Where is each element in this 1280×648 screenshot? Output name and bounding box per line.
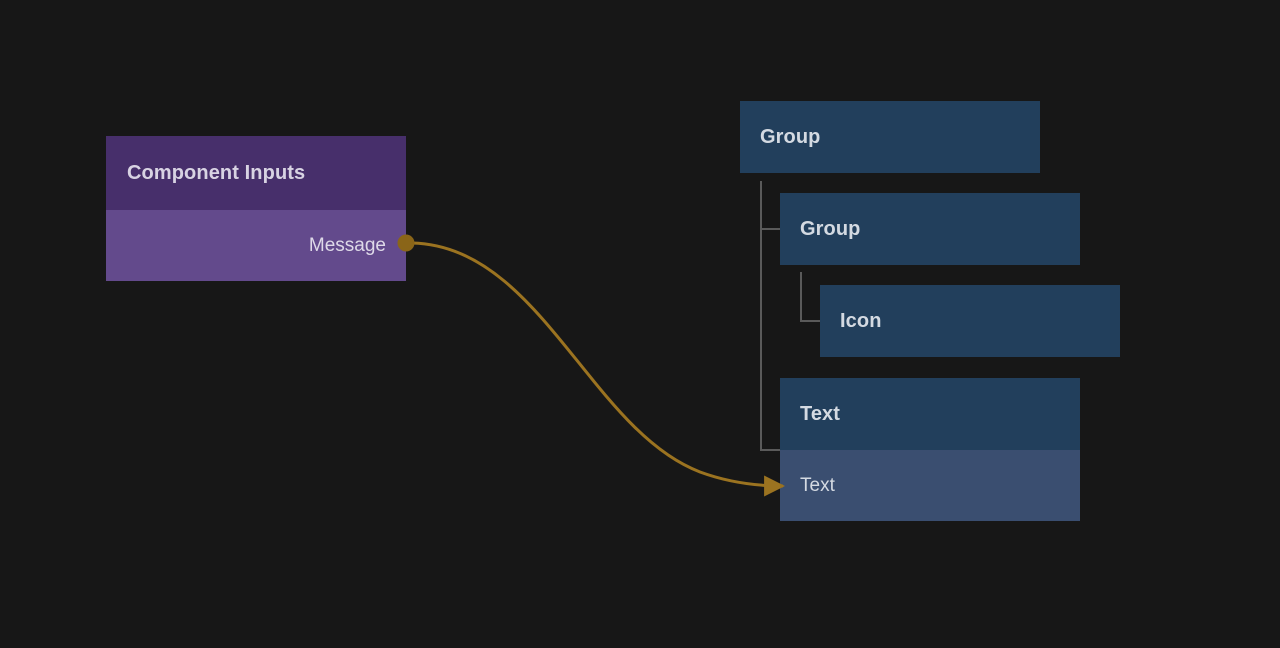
tree-node-label: Group: [760, 125, 821, 148]
tree-connector-horizontal-group: [760, 228, 780, 230]
binding-edge-path: [411, 241, 786, 497]
tree-connector-horizontal-icon: [800, 320, 820, 322]
tree-node-group-root-header[interactable]: Group: [740, 101, 1040, 173]
tree-node-label: Icon: [840, 309, 882, 332]
tree-node-label: Group: [800, 217, 861, 240]
tree-node-icon[interactable]: Icon: [820, 285, 1120, 357]
component-inputs-port-row[interactable]: Message: [106, 210, 406, 281]
tree-connector-horizontal-text: [760, 449, 780, 451]
tree-connector-vertical-outer: [760, 181, 762, 451]
tree-node-group-child-header[interactable]: Group: [780, 193, 1080, 265]
component-inputs-title: Component Inputs: [127, 161, 306, 184]
port-label-message: Message: [308, 234, 386, 256]
tree-node-text-selected-row[interactable]: Text: [780, 450, 1080, 521]
tree-node-group-root[interactable]: Group: [740, 101, 1040, 173]
tree-node-text[interactable]: Text Text: [780, 378, 1080, 521]
component-inputs-header[interactable]: Component Inputs: [106, 136, 406, 210]
tree-connector-vertical-inner: [800, 272, 802, 322]
component-inputs-node[interactable]: Component Inputs Message: [106, 136, 406, 281]
tree-node-icon-header[interactable]: Icon: [820, 285, 1120, 357]
tree-node-label: Text: [800, 402, 841, 425]
tree-node-text-header[interactable]: Text: [780, 378, 1080, 450]
tree-node-label: Text: [800, 474, 835, 496]
tree-node-group-child[interactable]: Group: [780, 193, 1080, 265]
